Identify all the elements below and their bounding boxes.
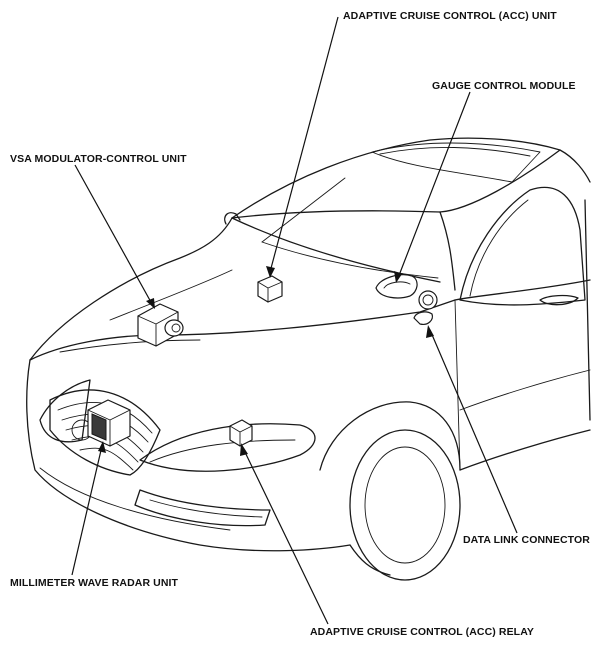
callout-acc-relay: ADAPTIVE CRUISE CONTROL (ACC) RELAY (310, 626, 535, 638)
callout-millimeter-wave-radar: MILLIMETER WAVE RADAR UNIT (10, 577, 179, 589)
callout-acc-unit: ADAPTIVE CRUISE CONTROL (ACC) UNIT (343, 10, 557, 22)
gauge-control-module-part (375, 274, 418, 299)
leader-lines (71, 16, 518, 625)
callout-data-link-connector: DATA LINK CONNECTOR (463, 534, 590, 546)
callout-vsa-modulator: VSA MODULATOR-CONTROL UNIT (10, 153, 187, 165)
acc-unit-part (257, 275, 283, 303)
callout-gauge-control-module: GAUGE CONTROL MODULE (432, 80, 576, 92)
radar-unit-part (87, 399, 131, 447)
acc-relay-part (229, 419, 253, 447)
vsa-modulator-part (137, 303, 184, 347)
car-body-outline (26, 137, 591, 581)
data-link-connector-part (413, 290, 438, 325)
